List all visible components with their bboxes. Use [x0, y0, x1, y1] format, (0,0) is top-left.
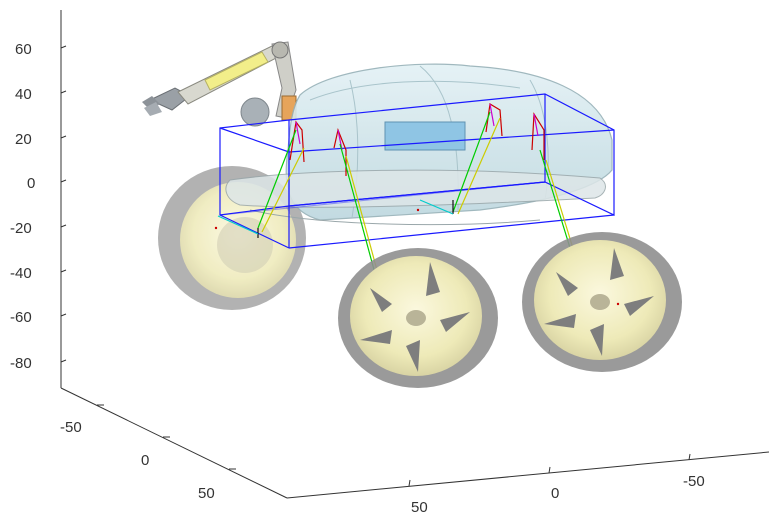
foot-front-left	[217, 215, 259, 235]
kinematic-frame	[219, 93, 615, 249]
z-tick-0: 0	[27, 175, 35, 192]
wheel-front-left	[338, 248, 498, 388]
wheel-front-right	[522, 232, 682, 372]
z-tick-neg40: -40	[10, 265, 32, 282]
x-tick-neg50: -50	[683, 473, 705, 490]
z-tick-40: 40	[15, 86, 32, 103]
body-shell	[225, 63, 613, 226]
x-tick-50: 50	[411, 499, 428, 516]
z-tick-neg20: -20	[10, 220, 32, 237]
axes	[60, 10, 769, 499]
y-axis-line	[60, 387, 288, 499]
z-tick-20: 20	[15, 131, 32, 148]
y-tick-neg50: -50	[60, 419, 82, 436]
z-tick-neg80: -80	[10, 355, 32, 372]
camera-head	[240, 97, 270, 127]
x-tick-labels: 50 0 -50	[411, 473, 705, 516]
y-tick-50: 50	[198, 485, 215, 502]
hip-front-right	[333, 127, 347, 176]
z-tick-labels: 60 40 20 0 -20 -40 -60 -80	[10, 41, 35, 372]
robotic-arm	[142, 41, 297, 121]
x-tick-0: 0	[551, 485, 559, 502]
hip-back-right	[531, 112, 545, 160]
solar-panel	[384, 121, 466, 151]
y-tick-0: 0	[141, 452, 149, 469]
z-tick-neg60: -60	[10, 309, 32, 326]
foot-back-left	[419, 199, 454, 215]
z-tick-60: 60	[15, 41, 32, 58]
hip-front-left	[289, 120, 305, 163]
y-tick-labels: -50 0 50	[60, 419, 215, 502]
rover-model	[142, 41, 682, 388]
